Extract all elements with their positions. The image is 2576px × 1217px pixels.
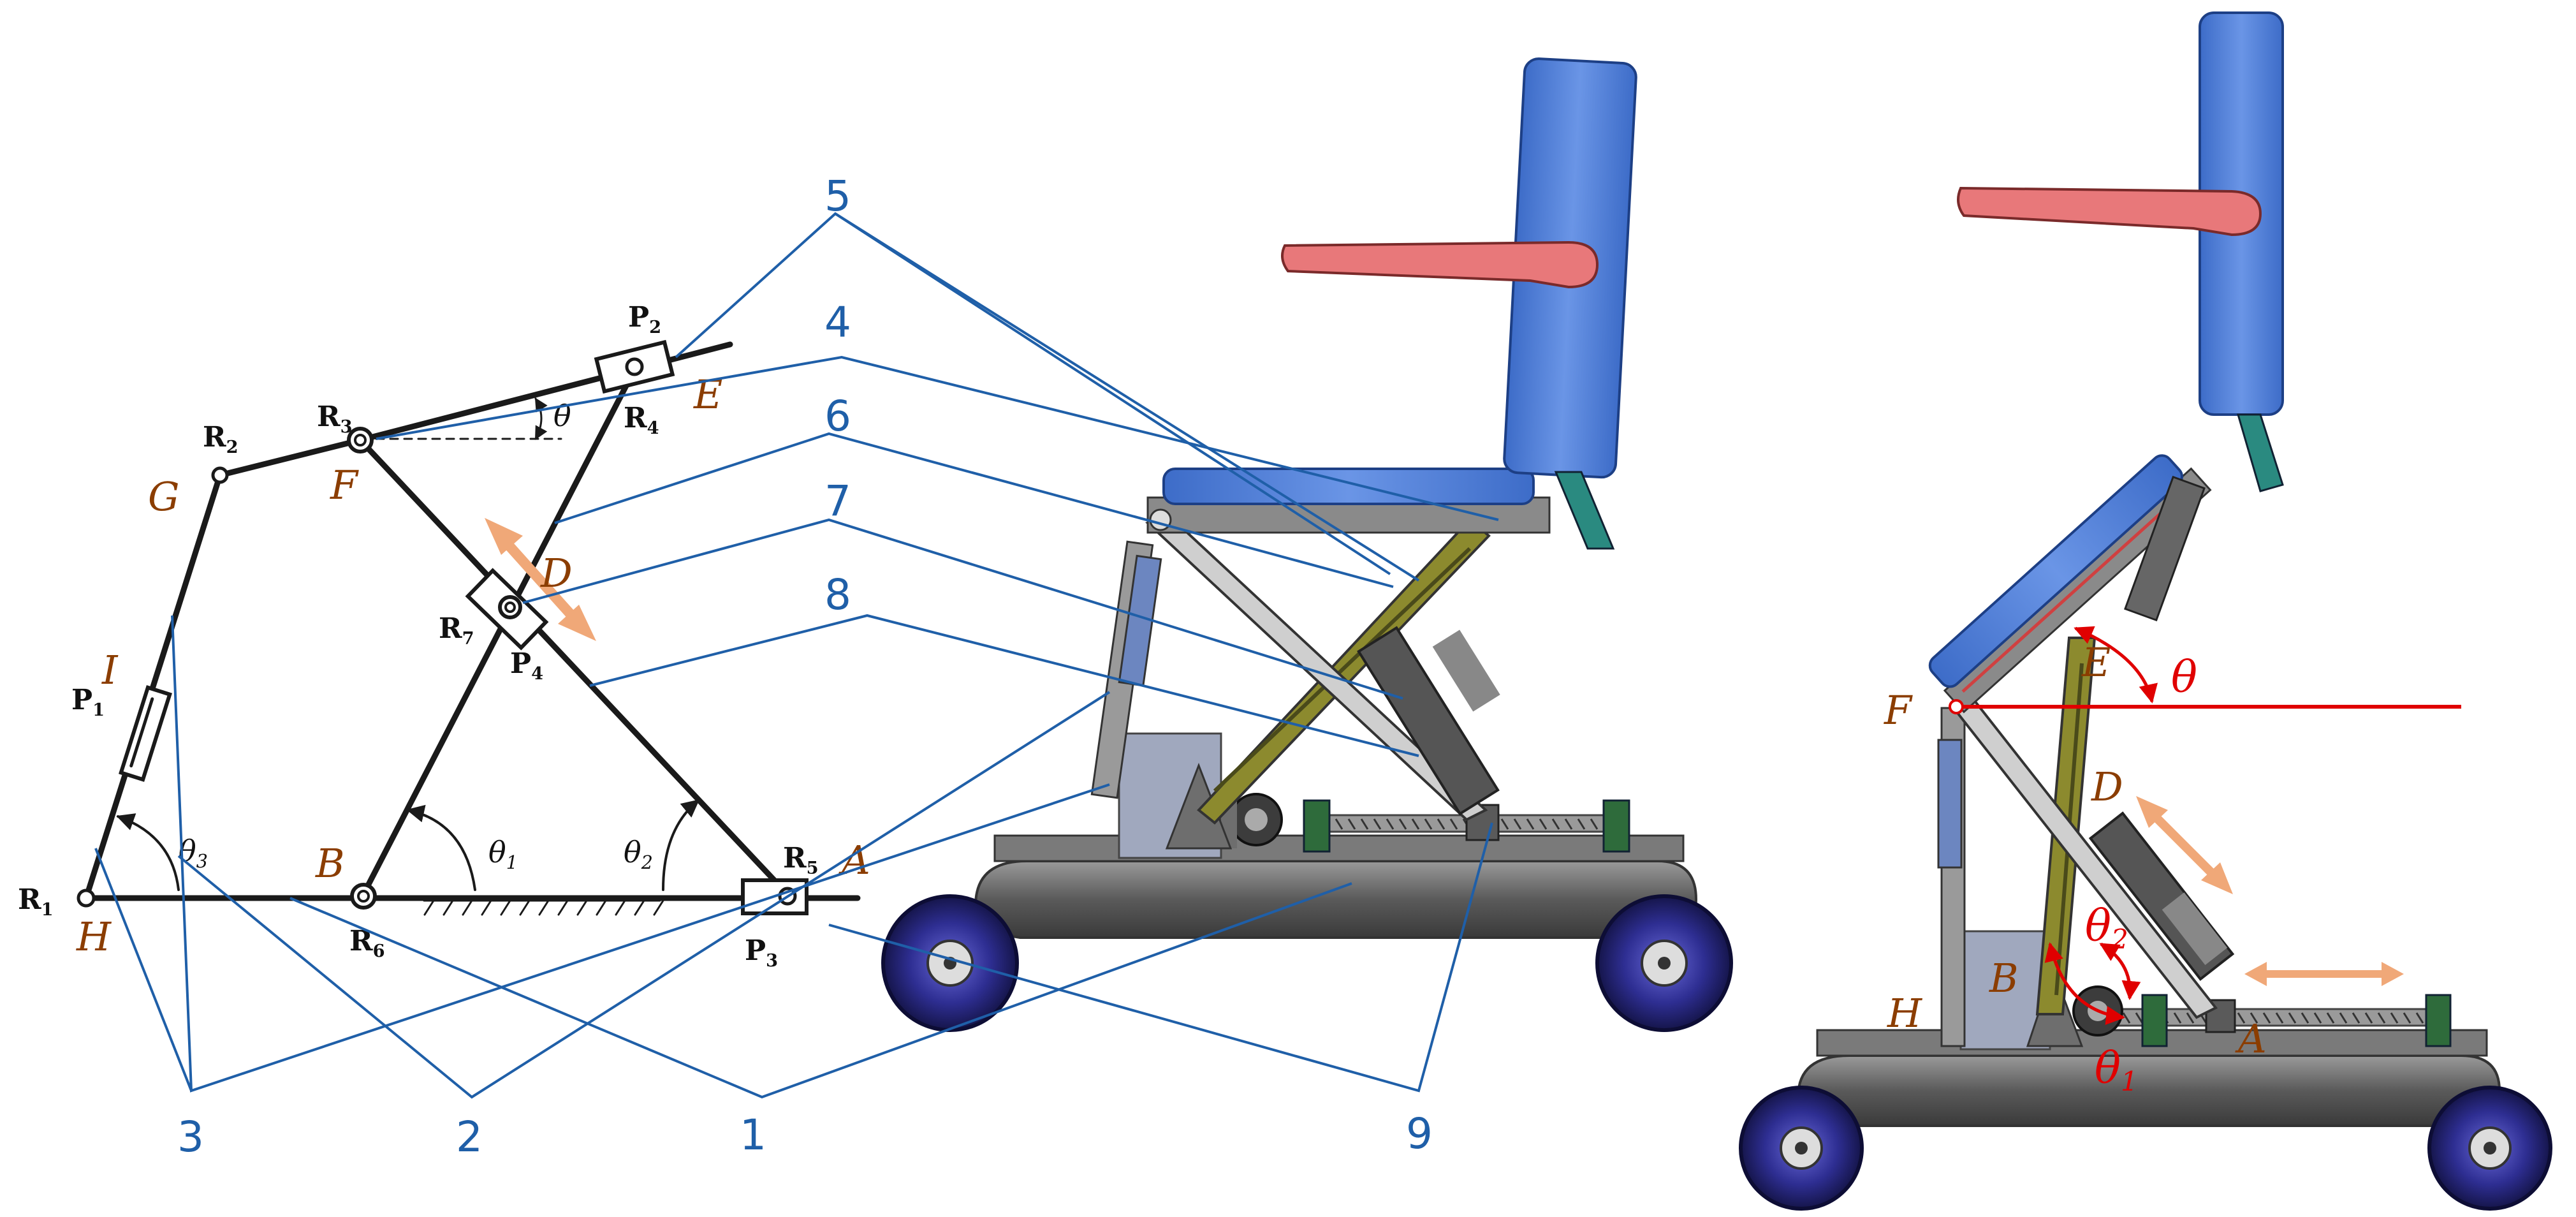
joint-r7 xyxy=(498,595,522,619)
joint-r1 xyxy=(77,889,96,908)
svg-text:B: B xyxy=(1989,955,2019,1001)
reclined-motion-arrow-a xyxy=(2244,962,2404,986)
callout-6: 6 xyxy=(824,392,851,441)
wheelchair-reclined-view xyxy=(1739,11,2552,1211)
svg-text:P4: P4 xyxy=(510,647,543,684)
svg-text:E: E xyxy=(2081,639,2111,686)
svg-text:R4: R4 xyxy=(624,402,659,438)
svg-text:θ: θ xyxy=(2171,653,2197,703)
screw-support-left xyxy=(1303,799,1331,853)
svg-text:A: A xyxy=(2235,1015,2267,1062)
joint-r6 xyxy=(350,883,377,910)
callout-line-6 xyxy=(554,432,1394,588)
svg-text:θ1: θ1 xyxy=(488,835,518,873)
joint-r3 xyxy=(347,427,374,454)
reclined-seat-cushion xyxy=(1928,454,2183,688)
svg-text:B: B xyxy=(315,840,345,887)
wheelchair-side-view xyxy=(881,57,1733,1032)
svg-text:P1: P1 xyxy=(71,684,105,720)
callout-5: 5 xyxy=(824,172,851,221)
svg-text:P3: P3 xyxy=(745,934,778,971)
schematic-prismatic-labels: P1 P2 P3 P4 xyxy=(71,301,778,971)
callout-4: 4 xyxy=(824,298,851,347)
callout-line-8 xyxy=(589,614,1419,757)
callout-line-1 xyxy=(289,882,1352,1099)
angle-arc-theta3 xyxy=(116,813,180,891)
linear-motion-arrow-d xyxy=(485,518,596,641)
link-h-g xyxy=(83,472,223,901)
svg-text:F: F xyxy=(330,462,359,508)
seat-cushion xyxy=(1162,468,1535,505)
svg-text:θ2: θ2 xyxy=(624,835,653,873)
angle-arc-theta1 xyxy=(406,804,476,891)
callout-line-7 xyxy=(522,518,1403,700)
svg-text:F: F xyxy=(1884,687,1913,734)
olive-link xyxy=(1197,518,1491,825)
schematic-angle-labels: θ θ1 θ2 θ3 xyxy=(179,399,653,873)
svg-text:R3: R3 xyxy=(317,401,353,437)
callout-7: 7 xyxy=(824,476,851,526)
chassis-tube xyxy=(974,860,1698,939)
callout-line-4 xyxy=(376,355,1499,521)
screw-support-right xyxy=(1602,799,1630,853)
joint-r2 xyxy=(211,466,229,484)
svg-text:H: H xyxy=(76,913,112,960)
callout-lines xyxy=(94,212,1499,1099)
link-g-f xyxy=(217,437,363,478)
wheel-rear xyxy=(1595,894,1733,1032)
callout-1: 1 xyxy=(740,1110,766,1160)
angle-arc-theta xyxy=(534,397,548,440)
svg-text:R5: R5 xyxy=(783,842,819,878)
angle-arc-theta2 xyxy=(662,799,700,891)
joint-r4 xyxy=(625,357,644,376)
svg-text:D: D xyxy=(2091,763,2123,810)
callout-8: 8 xyxy=(824,570,851,619)
reclined-point-labels: F E D B A H xyxy=(1884,639,2267,1062)
svg-text:H: H xyxy=(1887,990,1923,1036)
schematic-point-labels: A B D E F G H I xyxy=(76,371,870,960)
callout-line-3b xyxy=(94,848,193,1091)
svg-text:G: G xyxy=(148,473,180,520)
kinematic-schematic xyxy=(77,339,861,916)
schematic-revolute-labels: R1 R2 R3 R4 R5 R6 R7 xyxy=(18,401,819,961)
armrest xyxy=(1281,240,1599,289)
linear-actuator xyxy=(1357,626,1500,816)
svg-text:R2: R2 xyxy=(203,421,238,457)
svg-text:R1: R1 xyxy=(18,883,54,920)
svg-text:I: I xyxy=(101,647,119,693)
reclined-armrest xyxy=(1957,186,2262,237)
prismatic-p1 xyxy=(119,685,172,782)
theta-arc-right xyxy=(2074,626,2158,704)
callout-3: 3 xyxy=(177,1112,204,1162)
svg-text:R7: R7 xyxy=(439,612,474,649)
svg-text:D: D xyxy=(540,550,573,596)
callout-line-9 xyxy=(828,822,1493,1093)
callout-line-2 xyxy=(177,691,1111,1099)
callout-line-5b xyxy=(834,212,1420,582)
theta1-arc-right xyxy=(2044,942,2125,1025)
ground-hatch xyxy=(423,899,664,916)
r1-sub: 1 xyxy=(41,899,54,920)
callout-2: 2 xyxy=(456,1112,483,1162)
link-f-a xyxy=(357,437,791,897)
link-f-e xyxy=(357,341,733,443)
wheel-front xyxy=(881,894,1019,1032)
callout-numbers: 1 2 3 4 5 6 7 8 9 xyxy=(177,172,1433,1162)
svg-text:P2: P2 xyxy=(628,301,661,337)
reclined-motion-arrow-d xyxy=(2136,796,2233,894)
callout-9: 9 xyxy=(1406,1109,1433,1158)
